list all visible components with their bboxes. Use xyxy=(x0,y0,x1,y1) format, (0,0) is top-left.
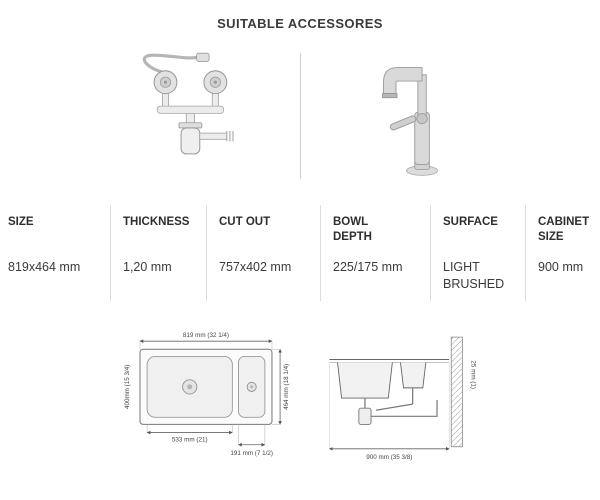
dim-bowl-front: 400mm (15 3/4) xyxy=(124,365,131,409)
dim-half-bowl-width: 191 mm (7 1/2) xyxy=(230,450,273,457)
spec-value-cutout: 757x402 mm xyxy=(219,260,292,274)
spec-value-bowl-depth: 225/175 mm xyxy=(333,260,403,274)
spec-col-cabinet-size: CABINET SIZE 900 mm xyxy=(525,205,600,301)
spec-col-bowl-depth: BOWL DEPTH 225/175 mm xyxy=(320,205,430,301)
sink-top-view-drawing: 819 mm (32 1/4) 400mm (15 3/4) 464 mm (1… xyxy=(124,332,290,457)
spec-label-cutout: CUT OUT xyxy=(219,216,271,228)
accessories-divider xyxy=(299,53,301,179)
spec-table: SIZE 819x464 mm THICKNESS 1,20 mm CUT OU… xyxy=(0,205,600,301)
dim-overall-width: 819 mm (32 1/4) xyxy=(183,332,229,339)
spec-col-thickness: THICKNESS 1,20 mm xyxy=(110,205,206,301)
accessories-section xyxy=(0,37,600,195)
spec-label-thickness: THICKNESS xyxy=(123,216,190,228)
accessory-siphon xyxy=(85,44,300,189)
spec-label-surface: SURFACE xyxy=(443,216,498,228)
spec-label-bowl-depth: BOWL DEPTH xyxy=(333,216,372,243)
faucet-image xyxy=(381,66,438,176)
accessory-faucet xyxy=(301,44,516,189)
spec-col-surface: SURFACE LIGHT BRUSHED xyxy=(430,205,525,301)
spec-value-surface: LIGHT BRUSHED xyxy=(443,260,505,291)
page-title: SUITABLE ACCESSORES xyxy=(217,16,383,31)
spec-value-thickness: 1,20 mm xyxy=(123,260,172,274)
dim-overall-depth: 464 mm (18 1/4) xyxy=(283,364,290,410)
sink-section-view-drawing: 25 mm (1) 900 mm (35 3/8) xyxy=(329,336,477,461)
spec-value-size: 819x464 mm xyxy=(8,260,81,274)
spec-value-cabinet-size: 900 mm xyxy=(538,260,584,274)
spec-col-cutout: CUT OUT 757x402 mm xyxy=(206,205,320,301)
spec-col-size: SIZE 819x464 mm xyxy=(0,205,110,301)
dim-wall-thickness: 25 mm (1) xyxy=(470,360,477,389)
spec-label-cabinet-size: CABINET SIZE xyxy=(538,216,590,243)
dim-cabinet-width: 900 mm (35 3/8) xyxy=(366,454,412,461)
siphon-set-image xyxy=(142,52,234,154)
technical-drawings: 819 mm (32 1/4) 400mm (15 3/4) 464 mm (1… xyxy=(0,329,600,463)
dim-bowl-width: 533 mm (21) xyxy=(172,437,208,444)
spec-label-size: SIZE xyxy=(8,216,34,228)
